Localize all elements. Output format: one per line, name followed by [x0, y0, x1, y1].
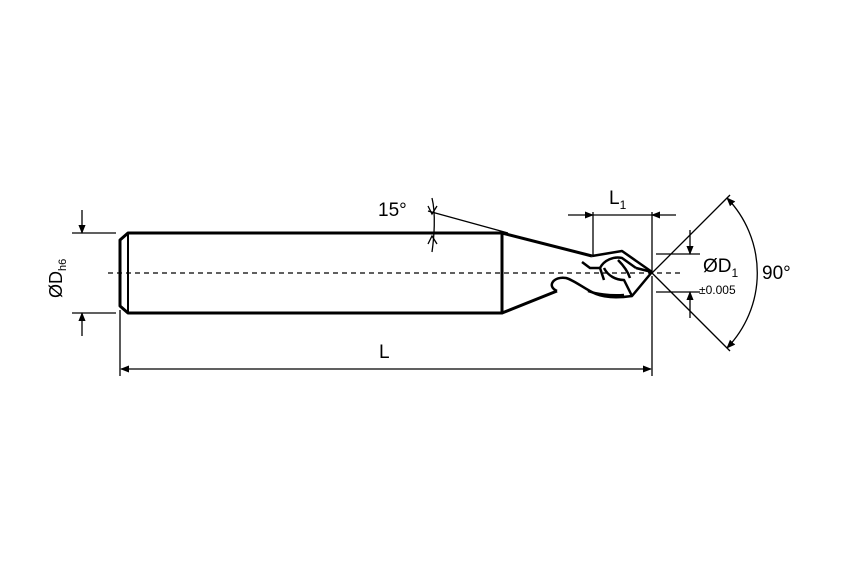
point-angle-label: 90°: [762, 263, 791, 284]
shank-diameter-label: ØDh6: [46, 259, 69, 298]
tip-tolerance-label: ±0.005: [699, 283, 736, 297]
tip-length-label: L1: [609, 188, 627, 212]
point-angle-dimension: [651, 194, 758, 352]
neck-angle-label: 15°: [378, 200, 407, 221]
neck-taper: [501, 231, 593, 315]
shank-diameter-dimension: [72, 210, 116, 336]
overall-length-label: L: [379, 342, 390, 363]
neck-angle-dimension: [427, 197, 509, 253]
overall-length-dimension: [119, 276, 653, 376]
tip-diameter-label: ØD1: [703, 256, 739, 280]
tip-diameter-dimension: [656, 230, 700, 318]
cutting-tip: [550, 249, 653, 299]
tip-length-dimension: [568, 211, 676, 272]
